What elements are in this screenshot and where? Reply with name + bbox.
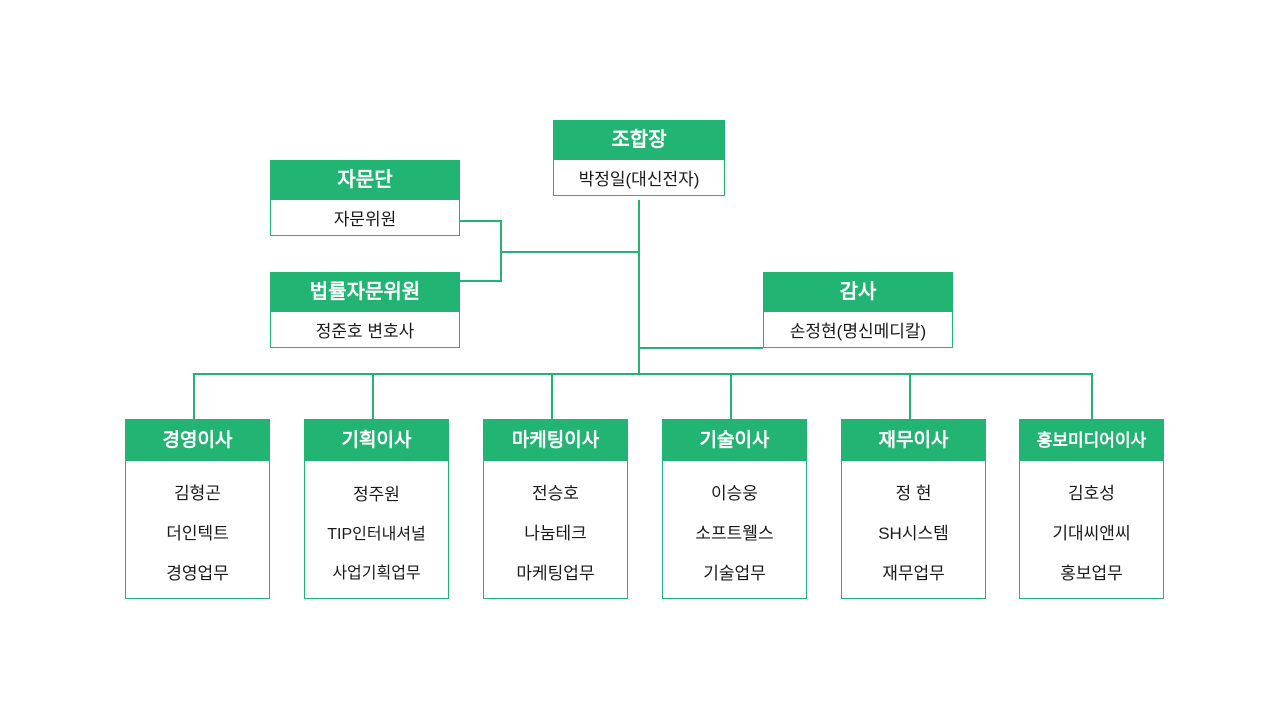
connector-drop-director-planning xyxy=(372,373,374,419)
connector-directors-bus xyxy=(193,373,1093,375)
node-advisory-group-title: 자문단 xyxy=(270,160,460,200)
node-chairman-title: 조합장 xyxy=(553,120,725,160)
node-director-marketing-line-1: 전승호 xyxy=(532,484,579,503)
node-director-planning-line-2: TIP인터내셔널 xyxy=(327,526,426,543)
node-advisory-group-line-1: 자문위원 xyxy=(333,210,397,229)
node-director-pr-media[interactable]: 홍보미디어이사 김호성 기대씨앤씨 홍보업무 xyxy=(1019,419,1164,599)
node-director-finance-body: 정 현 SH시스템 재무업무 xyxy=(841,461,986,599)
node-legal-advisor[interactable]: 법률자문위원 정준호 변호사 xyxy=(270,272,460,348)
node-director-finance-line-1: 정 현 xyxy=(895,484,932,503)
node-director-technology-body: 이승웅 소프트웰스 기술업무 xyxy=(662,461,807,599)
node-director-finance-line-2: SH시스템 xyxy=(878,524,949,543)
node-auditor-body: 손정현(명신메디칼) xyxy=(763,312,953,348)
node-director-management-line-1: 김형곤 xyxy=(174,484,221,503)
node-director-finance-line-3: 재무업무 xyxy=(882,564,945,583)
node-director-technology-title: 기술이사 xyxy=(662,419,807,461)
node-director-management-body: 김형곤 더인텍트 경영업무 xyxy=(125,461,270,599)
node-director-marketing[interactable]: 마케팅이사 전승호 나눔테크 마케팅업무 xyxy=(483,419,628,599)
node-auditor-line-1: 손정현(명신메디칼) xyxy=(789,322,927,341)
node-director-pr-media-line-1: 김호성 xyxy=(1068,484,1115,503)
connector-drop-director-finance xyxy=(909,373,911,419)
connector-advisory-group-stub xyxy=(459,220,502,222)
node-chairman[interactable]: 조합장 박정일(대신전자) xyxy=(553,120,725,196)
node-director-pr-media-title: 홍보미디어이사 xyxy=(1019,419,1164,461)
node-director-management-title: 경영이사 xyxy=(125,419,270,461)
node-director-finance[interactable]: 재무이사 정 현 SH시스템 재무업무 xyxy=(841,419,986,599)
node-director-marketing-line-3: 마케팅업무 xyxy=(516,564,595,583)
node-director-technology-line-1: 이승웅 xyxy=(711,484,758,503)
node-director-planning[interactable]: 기획이사 정주원 TIP인터내셔널 사업기획업무 xyxy=(304,419,449,599)
connector-drop-director-pr-media xyxy=(1091,373,1093,419)
connector-advisors-to-spine xyxy=(500,251,640,253)
node-director-marketing-title: 마케팅이사 xyxy=(483,419,628,461)
node-director-marketing-line-2: 나눔테크 xyxy=(524,524,587,543)
connector-drop-director-marketing xyxy=(551,373,553,419)
node-director-management-line-3: 경영업무 xyxy=(166,564,229,583)
connector-drop-director-technology xyxy=(730,373,732,419)
node-director-pr-media-body: 김호성 기대씨앤씨 홍보업무 xyxy=(1019,461,1164,599)
connector-legal-advisor-stub xyxy=(459,280,502,282)
node-director-technology[interactable]: 기술이사 이승웅 소프트웰스 기술업무 xyxy=(662,419,807,599)
node-director-technology-line-3: 기술업무 xyxy=(703,564,766,583)
node-director-technology-line-2: 소프트웰스 xyxy=(695,524,774,543)
node-director-management[interactable]: 경영이사 김형곤 더인텍트 경영업무 xyxy=(125,419,270,599)
connector-chairman-spine xyxy=(638,200,640,374)
node-advisory-group[interactable]: 자문단 자문위원 xyxy=(270,160,460,236)
node-director-pr-media-line-2: 기대씨앤씨 xyxy=(1052,524,1131,543)
node-chairman-body: 박정일(대신전자) xyxy=(553,160,725,196)
connector-drop-director-management xyxy=(193,373,195,419)
node-advisory-group-body: 자문위원 xyxy=(270,200,460,236)
node-director-marketing-body: 전승호 나눔테크 마케팅업무 xyxy=(483,461,628,599)
node-legal-advisor-line-1: 정준호 변호사 xyxy=(315,322,415,341)
node-director-finance-title: 재무이사 xyxy=(841,419,986,461)
node-chairman-line-1: 박정일(대신전자) xyxy=(578,170,700,189)
node-auditor[interactable]: 감사 손정현(명신메디칼) xyxy=(763,272,953,348)
node-legal-advisor-title: 법률자문위원 xyxy=(270,272,460,312)
node-director-management-line-2: 더인텍트 xyxy=(166,524,229,543)
node-director-planning-line-1: 정주원 xyxy=(353,485,400,504)
connector-spine-to-auditor xyxy=(638,347,763,349)
node-auditor-title: 감사 xyxy=(763,272,953,312)
node-director-planning-line-3: 사업기획업무 xyxy=(332,565,421,582)
node-director-pr-media-line-3: 홍보업무 xyxy=(1060,564,1123,583)
node-director-planning-title: 기획이사 xyxy=(304,419,449,461)
node-director-planning-body: 정주원 TIP인터내셔널 사업기획업무 xyxy=(304,461,449,599)
node-legal-advisor-body: 정준호 변호사 xyxy=(270,312,460,348)
